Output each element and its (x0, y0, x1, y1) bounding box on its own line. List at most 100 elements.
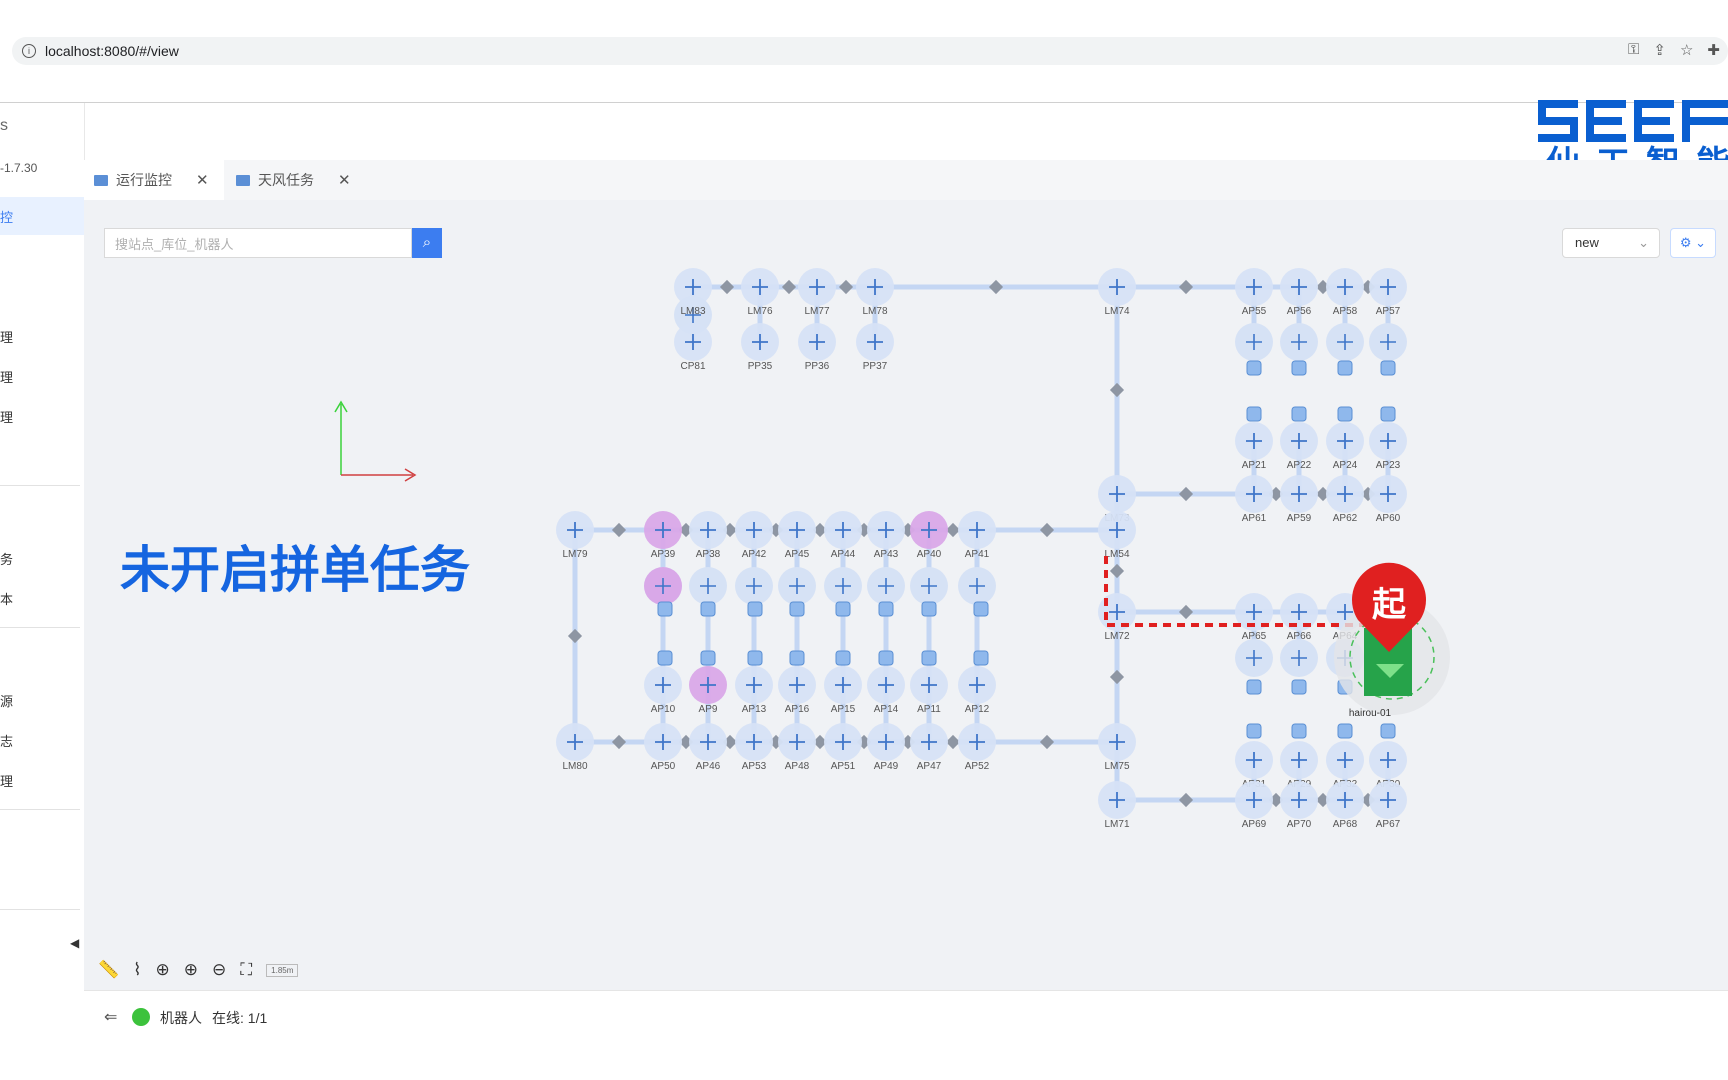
sidebar-item[interactable]: 本 (0, 592, 14, 607)
node-plus-icon (567, 734, 583, 750)
storage-location (1246, 406, 1262, 422)
node-label: LM80 (562, 761, 587, 772)
folder-icon (236, 174, 250, 186)
sidebar-item[interactable]: 理 (0, 330, 14, 345)
tab-tianfeng-task[interactable]: 天风任务 ✕ (226, 160, 366, 200)
back-icon[interactable]: ⇐ (104, 1009, 118, 1026)
scale-label: 1.85m (266, 963, 299, 977)
node-plus-icon (1337, 279, 1353, 295)
node-label: PP37 (863, 361, 888, 372)
node-plus-icon (1337, 752, 1353, 768)
folder-icon (94, 174, 108, 186)
search-input[interactable] (113, 229, 377, 259)
add-circle-icon[interactable]: ⊕ (155, 960, 170, 979)
x-axis-arrow (404, 468, 417, 482)
node-plus-icon (1291, 792, 1307, 808)
tab-monitor[interactable]: 运行监控 ✕ (84, 160, 224, 200)
star-icon[interactable]: ☆ (1679, 42, 1694, 59)
ruler-icon[interactable]: 📏 (98, 960, 120, 979)
waypoint-marker (945, 734, 961, 750)
scene-select[interactable]: new ⌄ (1562, 228, 1660, 258)
key-icon[interactable]: ⚿ (1627, 41, 1640, 58)
node-label: AP62 (1333, 513, 1358, 524)
sidebar-item[interactable]: 理 (0, 774, 14, 789)
node-plus-icon (685, 334, 701, 350)
node-label: LM79 (562, 549, 587, 560)
node-plus-icon (567, 522, 583, 538)
node-label: AP9 (699, 704, 718, 715)
info-icon[interactable]: i (22, 44, 36, 58)
storage-location (747, 650, 763, 666)
node-label: AP13 (742, 704, 767, 715)
storage-location (973, 601, 989, 617)
node-label: LM71 (1104, 819, 1129, 830)
sidebar-item[interactable]: 理 (0, 410, 14, 425)
zoom-in-icon[interactable]: ⊕ (183, 960, 198, 979)
node-label: LM75 (1104, 761, 1129, 772)
node-label: AP42 (742, 549, 767, 560)
sidebar-collapse-icon[interactable]: ◀ (70, 936, 80, 950)
node-plus-icon (1246, 604, 1262, 620)
sidebar-item[interactable]: 务 (0, 552, 14, 567)
node-plus-icon (835, 522, 851, 538)
storage-location (1291, 406, 1307, 422)
scene-select-value: new (1575, 235, 1599, 250)
waypoint-marker (812, 734, 828, 750)
waypoint-marker (988, 279, 1004, 295)
zoom-out-icon[interactable]: ⊖ (211, 960, 227, 979)
node-plus-icon (1109, 792, 1125, 808)
waypoint-marker (838, 279, 854, 295)
address-url[interactable]: localhost:8080/#/view (45, 43, 179, 59)
view-settings-dropdown[interactable]: ⚙ ⌄ (1670, 228, 1716, 258)
waypoint-marker (1178, 604, 1194, 620)
node-plus-icon (921, 578, 937, 594)
node-plus-icon (1337, 486, 1353, 502)
waypoint-marker (1109, 669, 1125, 685)
extension-icon[interactable]: ✚ (1707, 42, 1720, 59)
node-label: LM78 (862, 306, 887, 317)
planned-route (1104, 556, 1383, 627)
node-plus-icon (921, 522, 937, 538)
node-label: AP52 (965, 761, 990, 772)
storage-location (1246, 723, 1262, 739)
storage-location (1246, 679, 1262, 695)
search-button[interactable]: ⌕ (412, 228, 442, 258)
node-plus-icon (746, 734, 762, 750)
close-icon[interactable]: ✕ (196, 172, 209, 189)
node-plus-icon (655, 522, 671, 538)
node-plus-icon (1380, 752, 1396, 768)
address-bar[interactable]: i localhost:8080/#/view ⚿ ⇪ ☆ ✚ (12, 37, 1728, 65)
sidebar-item-monitor[interactable]: 控 (0, 210, 14, 225)
node-label: AP66 (1287, 631, 1312, 642)
fullscreen-icon[interactable]: ⛶ (240, 960, 253, 979)
map-toolbar: 📏 ⌇ ⊕ ⊕ ⊖ ⛶ 1.85m (98, 960, 299, 980)
node-label: AP47 (917, 761, 942, 772)
storage-location (1337, 723, 1353, 739)
node-plus-icon (1109, 734, 1125, 750)
sidebar-item[interactable]: 源 (0, 694, 14, 709)
attach-icon[interactable]: ⌇ (133, 960, 142, 979)
sidebar-item[interactable]: 志 (0, 734, 14, 749)
node-plus-icon (685, 279, 701, 295)
sidebar-item-active[interactable] (0, 197, 84, 235)
sidebar-item[interactable]: 理 (0, 370, 14, 385)
storage-location (700, 650, 716, 666)
status-bar: ⇐ 机器人 在线: 1/1 (84, 990, 1728, 1041)
node-plus-icon (878, 522, 894, 538)
node-label: AP53 (742, 761, 767, 772)
node-plus-icon (789, 578, 805, 594)
close-icon[interactable]: ✕ (338, 172, 351, 189)
node-label: AP49 (874, 761, 899, 772)
node-plus-icon (867, 279, 883, 295)
node-label: AP48 (785, 761, 810, 772)
node-plus-icon (700, 677, 716, 693)
seer-logo (1538, 100, 1728, 142)
sidebar: s -1.7.30 控 理 理 理 务 本 源 志 理 (0, 103, 85, 1040)
node-label: AP65 (1242, 631, 1267, 642)
node-plus-icon (1246, 334, 1262, 350)
node-label: AP58 (1333, 306, 1358, 317)
share-icon[interactable]: ⇪ (1653, 42, 1666, 59)
node-label: CP81 (680, 361, 705, 372)
